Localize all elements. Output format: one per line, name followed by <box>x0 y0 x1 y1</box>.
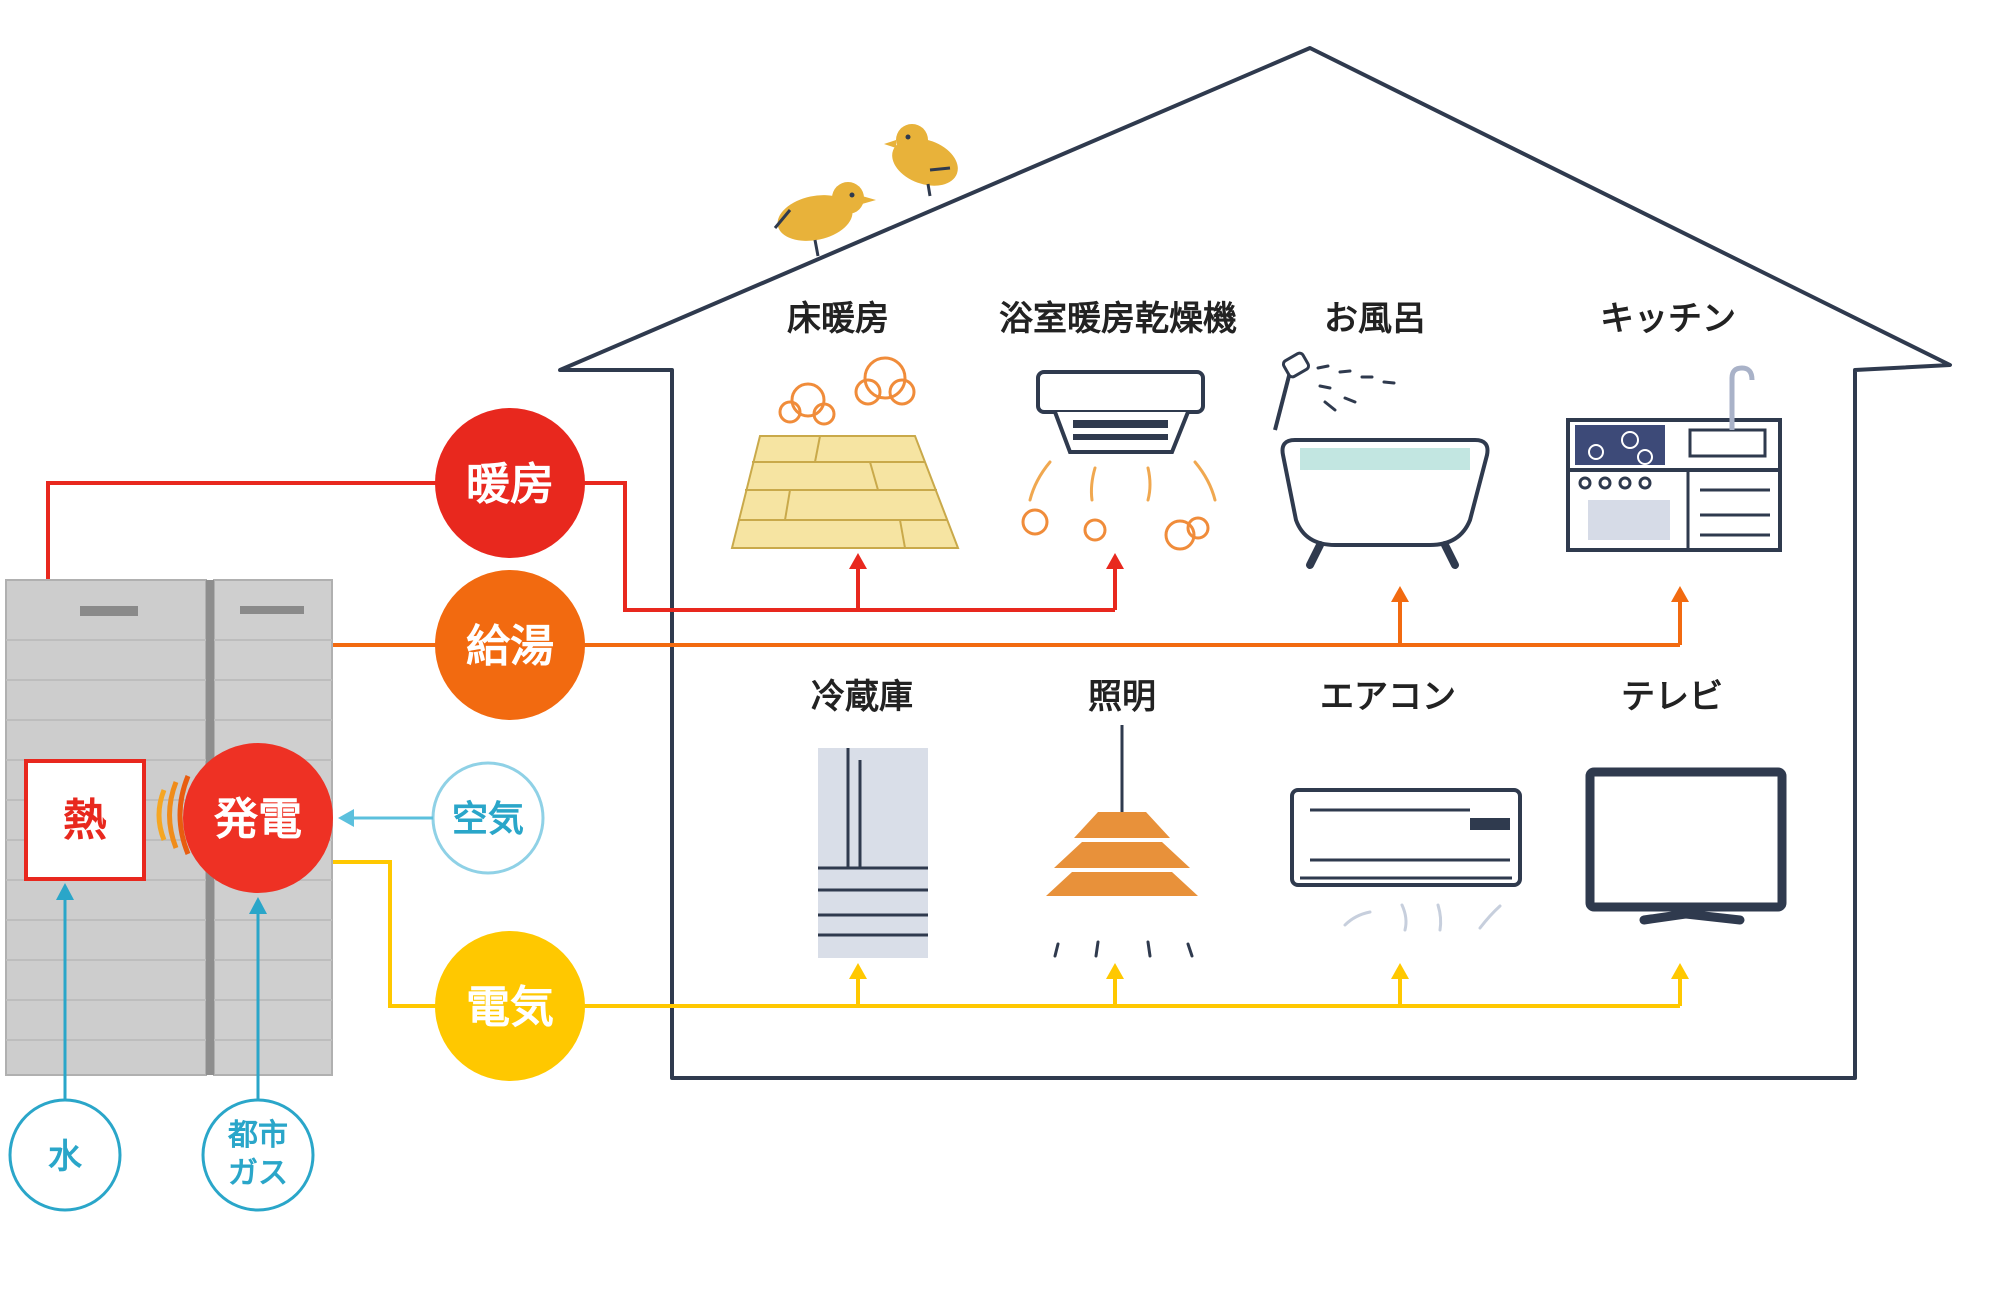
hot-water-label: 給湯 <box>466 621 554 672</box>
city-gas-label-line2: ガス <box>228 1156 288 1191</box>
air-arrow-icon <box>338 809 354 827</box>
water-arrow-icon <box>56 883 74 900</box>
water-input-label: 水 <box>48 1137 83 1177</box>
city-gas-label-line1: 都市 <box>227 1118 288 1153</box>
television-icon <box>1585 767 1787 925</box>
house-outline <box>558 46 1952 1080</box>
appliance-label-bathroom-dryer: 浴室暖房乾燥機 <box>999 299 1237 339</box>
heat-label: 熱 <box>63 795 107 846</box>
appliance-label-air-conditioner: エアコン <box>1320 677 1456 717</box>
electricity-arrow-icon <box>849 963 867 979</box>
pendant-light-icon <box>1046 725 1198 958</box>
floor-heating-icon <box>730 356 960 549</box>
heating-circle <box>435 408 585 558</box>
bird-icon <box>884 124 958 197</box>
refrigerator-icon <box>818 748 928 958</box>
heat-wave-icon <box>156 775 191 855</box>
appliance-label-lighting: 照明 <box>1088 677 1156 717</box>
hot-water-circle <box>435 570 585 720</box>
power-generation-circle <box>183 743 333 893</box>
electricity-flow-line <box>333 860 1682 1008</box>
bathtub-icon <box>1273 351 1490 569</box>
heating-label: 暖房 <box>466 459 554 510</box>
appliance-label-television: テレビ <box>1621 677 1723 717</box>
electricity-arrow-icon <box>1106 963 1124 979</box>
hot-water-arrow-icon <box>1671 586 1689 602</box>
appliance-label-floor-heating: 床暖房 <box>787 299 889 339</box>
heating-arrow-icon <box>1106 553 1124 569</box>
heat-box: 熱 <box>24 759 146 881</box>
air-conditioner-icon <box>1290 788 1522 932</box>
electricity-circle <box>435 931 585 1081</box>
electricity-label: 電気 <box>466 982 554 1033</box>
heating-arrow-icon <box>849 553 867 569</box>
electricity-arrow-icon <box>1671 963 1689 979</box>
hot-water-arrow-icon <box>1391 586 1409 602</box>
power-generation-label: 発電 <box>213 794 302 845</box>
kitchen-icon <box>1566 365 1782 552</box>
electricity-arrow-icon <box>1391 963 1409 979</box>
appliance-label-refrigerator: 冷蔵庫 <box>811 677 913 717</box>
bird-icon <box>773 182 876 257</box>
city-gas-input-circle <box>201 1098 315 1212</box>
appliance-label-kitchen: キッチン <box>1600 299 1736 339</box>
city-gas-arrow-icon <box>249 897 267 914</box>
air-input-label: 空気 <box>452 799 524 840</box>
appliance-label-bath: お風呂 <box>1324 299 1426 339</box>
bathroom-dryer-icon <box>1021 370 1217 551</box>
heating-flow-line <box>46 481 1117 612</box>
